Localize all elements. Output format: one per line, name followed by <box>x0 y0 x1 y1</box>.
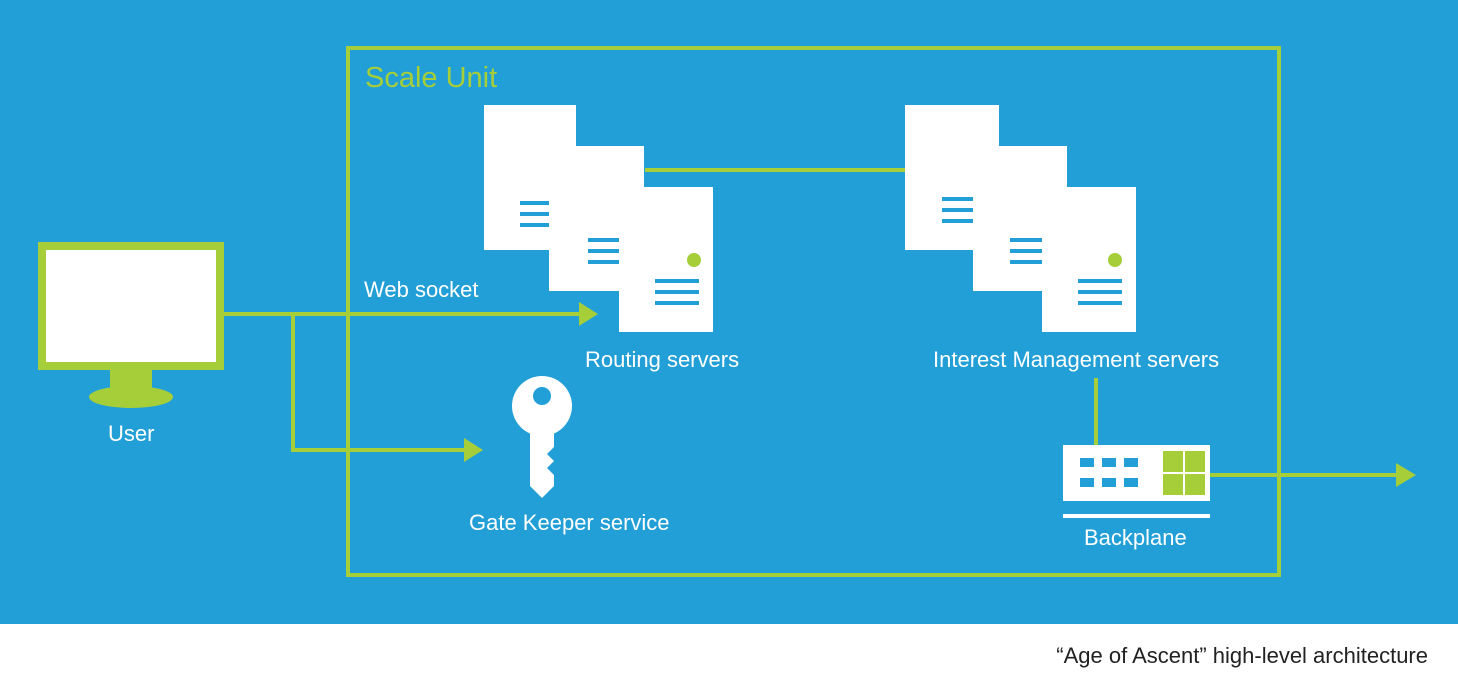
diagram-caption: “Age of Ascent” high-level architecture <box>1056 643 1428 668</box>
interest-server-front <box>1042 187 1136 332</box>
key-icon <box>512 376 572 498</box>
network-switch-icon <box>1063 445 1210 518</box>
user-label: User <box>108 421 155 446</box>
monitor-icon <box>38 242 224 408</box>
backplane-label: Backplane <box>1084 525 1187 550</box>
gatekeeper-label: Gate Keeper service <box>469 510 670 535</box>
backplane-out-arrowhead <box>1396 463 1416 487</box>
gatekeeper-arrowhead <box>464 438 483 462</box>
web-socket-arrowhead <box>579 302 598 326</box>
interest-management-label: Interest Management servers <box>933 347 1220 372</box>
routing-server-front <box>619 187 713 332</box>
gatekeeper-line <box>291 314 470 452</box>
connector-lines <box>38 46 1416 577</box>
web-socket-label: Web socket <box>364 277 479 302</box>
routing-servers-label: Routing servers <box>585 347 740 372</box>
scale-unit-title: Scale Unit <box>365 62 498 94</box>
scale-unit-frame <box>346 46 1281 577</box>
